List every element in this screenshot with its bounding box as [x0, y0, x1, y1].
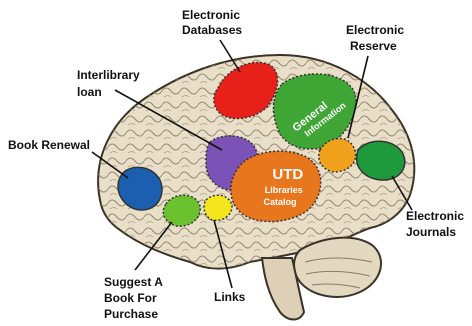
- label-suggest-a-book-line-1: Suggest A: [104, 275, 163, 289]
- label-electronic-reserve-line-1: Electronic: [346, 23, 404, 37]
- label-electronic-reserve-line-2: Reserve: [350, 39, 397, 53]
- label-interlibrary-loan-line-1: Interlibrary: [77, 68, 140, 82]
- label-links-line-1: Links: [214, 290, 246, 304]
- label-interlibrary-loan-line-2: loan: [77, 85, 102, 99]
- label-electronic-databases-line-2: Databases: [182, 23, 242, 37]
- utd-catalog-line-3: Catalog: [263, 197, 296, 207]
- label-suggest-a-book-line-2: Book For: [104, 291, 157, 305]
- label-electronic-journals[interactable]: Electronic Journals: [406, 209, 467, 239]
- label-electronic-databases[interactable]: Electronic Databases: [182, 8, 243, 37]
- label-interlibrary-loan[interactable]: Interlibrary loan: [77, 68, 143, 99]
- label-suggest-a-book-line-3: Purchase: [104, 307, 158, 321]
- utd-catalog-line-1: UTD: [272, 166, 303, 183]
- label-links[interactable]: Links: [214, 290, 246, 304]
- label-electronic-reserve[interactable]: Electronic Reserve: [346, 23, 407, 53]
- label-suggest-a-book[interactable]: Suggest A Book For Purchase: [104, 275, 166, 321]
- label-book-renewal-line-1: Book Renewal: [8, 138, 90, 152]
- utd-catalog-line-2: Libraries: [265, 185, 303, 195]
- label-electronic-journals-line-2: Journals: [406, 225, 456, 239]
- label-book-renewal[interactable]: Book Renewal: [8, 138, 90, 152]
- label-electronic-journals-line-1: Electronic: [406, 209, 464, 223]
- region-electronic-journals[interactable]: [357, 141, 405, 180]
- brain-cerebellum: [294, 238, 381, 297]
- region-utd-libraries-catalog[interactable]: UTD Libraries Catalog: [231, 151, 321, 221]
- label-electronic-databases-line-1: Electronic: [182, 8, 240, 22]
